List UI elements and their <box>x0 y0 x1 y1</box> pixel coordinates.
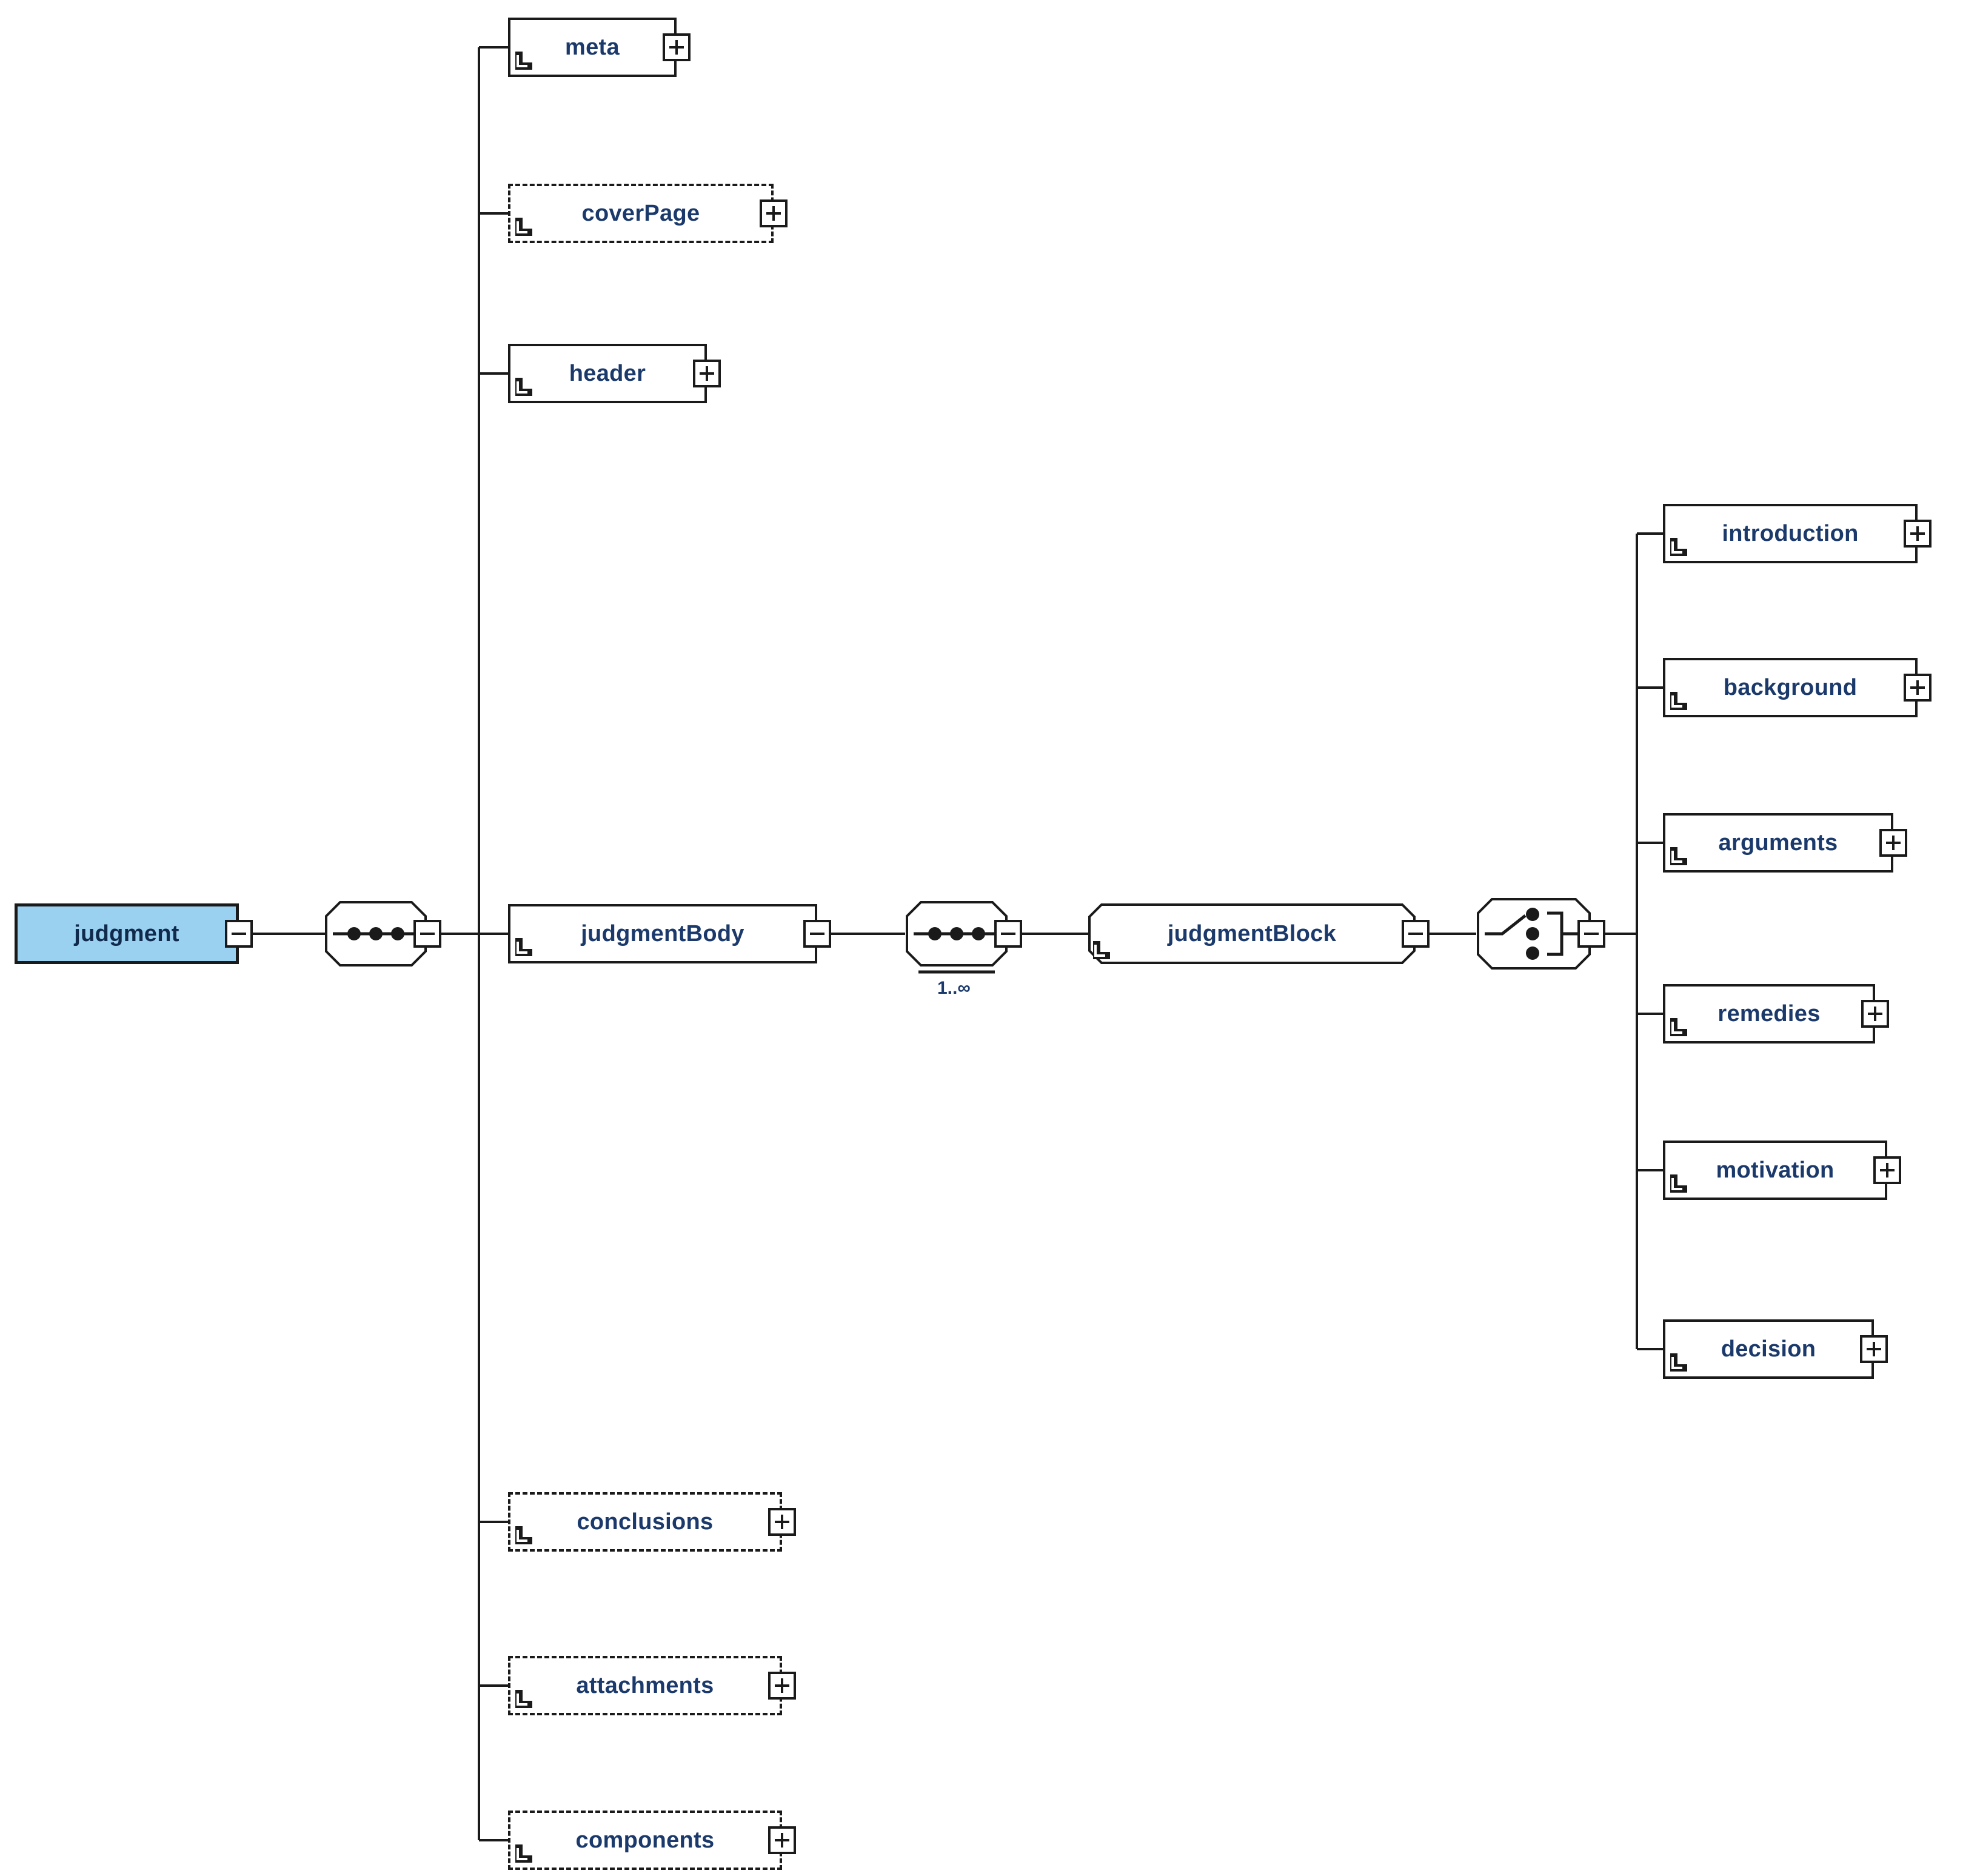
node-introduction[interactable]: introduction <box>1663 504 1918 563</box>
sequence-arrow-icon <box>515 52 532 70</box>
toggle-motivation[interactable] <box>1873 1156 1901 1184</box>
sequence-arrow-icon <box>1670 1018 1687 1036</box>
line-trunk-to-components <box>479 1839 508 1841</box>
node-label: motivation <box>1716 1157 1835 1183</box>
cardinality-label: 1..∞ <box>937 978 971 998</box>
node-label: decision <box>1721 1336 1816 1362</box>
line-trunk-to-attachments <box>479 1684 508 1687</box>
toggle-header[interactable] <box>693 360 721 387</box>
node-judgment[interactable]: judgment <box>15 903 239 964</box>
toggle-decision[interactable] <box>1860 1335 1888 1363</box>
line-trunk-to-introduction <box>1637 532 1663 535</box>
toggle-coverPage[interactable] <box>760 199 788 227</box>
toggle-choice[interactable] <box>1577 920 1605 948</box>
node-label: conclusions <box>577 1509 714 1535</box>
trunk-root-children <box>478 47 480 1840</box>
node-label: meta <box>565 34 620 60</box>
node-label: attachments <box>576 1672 714 1698</box>
line-trunk-to-remedies <box>1637 1013 1663 1015</box>
node-conclusions[interactable]: conclusions <box>508 1492 782 1552</box>
sequence-arrow-icon <box>515 1844 532 1863</box>
line-sequence-to-block <box>1022 933 1088 935</box>
line-judgment-to-sequence <box>253 933 327 935</box>
node-motivation[interactable]: motivation <box>1663 1141 1887 1200</box>
sequence-arrow-icon <box>1670 692 1687 710</box>
sequence-arrow-icon <box>1670 847 1687 865</box>
line-trunk-to-header <box>479 372 508 375</box>
node-decision[interactable]: decision <box>1663 1319 1874 1379</box>
line-block-to-choice <box>1430 933 1476 935</box>
line-choice-to-trunk <box>1605 933 1637 935</box>
node-label: judgmentBody <box>581 920 744 946</box>
line-trunk-to-background <box>1637 686 1663 689</box>
line-trunk-to-arguments <box>1637 842 1663 844</box>
sequence-arrow-icon <box>515 1526 532 1544</box>
node-remedies[interactable]: remedies <box>1663 984 1875 1044</box>
node-label: arguments <box>1718 829 1838 856</box>
line-trunk-to-conclusions <box>479 1521 508 1523</box>
node-components[interactable]: components <box>508 1811 782 1870</box>
line-trunk-to-coverPage <box>479 212 508 215</box>
line-trunk-to-judgmentBody <box>479 933 508 935</box>
node-judgmentBody[interactable]: judgmentBody <box>508 904 817 963</box>
node-background[interactable]: background <box>1663 658 1918 717</box>
node-meta[interactable]: meta <box>508 18 677 77</box>
node-label: remedies <box>1717 1000 1821 1027</box>
node-judgmentBlock[interactable]: judgmentBlock <box>1088 903 1416 964</box>
node-label: introduction <box>1722 520 1859 546</box>
node-label: coverPage <box>581 200 700 226</box>
toggle-arguments[interactable] <box>1879 829 1907 857</box>
sequence-arrow-icon <box>515 378 532 396</box>
sequence-compositor-body[interactable] <box>905 900 1008 974</box>
sequence-arrow-icon <box>1093 941 1110 959</box>
node-attachments[interactable]: attachments <box>508 1656 782 1715</box>
line-trunk-to-motivation <box>1637 1169 1663 1171</box>
sequence-arrow-icon <box>515 218 532 236</box>
node-label: background <box>1723 674 1858 700</box>
sequence-arrow-icon <box>515 938 532 956</box>
toggle-judgmentBlock[interactable] <box>1402 920 1430 948</box>
toggle-sequence-body[interactable] <box>994 920 1022 948</box>
node-header[interactable]: header <box>508 344 707 403</box>
toggle-background[interactable] <box>1904 674 1932 702</box>
toggle-introduction[interactable] <box>1904 520 1932 548</box>
line-trunk-to-decision <box>1637 1348 1663 1350</box>
node-label: judgment <box>74 920 179 946</box>
node-label: components <box>575 1827 715 1853</box>
toggle-judgment[interactable] <box>225 920 253 948</box>
choice-compositor[interactable] <box>1476 897 1591 970</box>
node-label: header <box>569 360 646 386</box>
sequence-arrow-icon <box>515 1690 532 1708</box>
toggle-conclusions[interactable] <box>768 1508 796 1536</box>
chamfered-box-outline <box>1088 903 1416 964</box>
toggle-sequence-root[interactable] <box>413 920 441 948</box>
toggle-components[interactable] <box>768 1826 796 1854</box>
line-body-to-sequence <box>831 933 905 935</box>
trunk-block-children <box>1636 534 1638 1349</box>
node-coverPage[interactable]: coverPage <box>508 184 774 243</box>
sequence-compositor-root[interactable] <box>324 900 427 967</box>
toggle-judgmentBody[interactable] <box>803 920 831 948</box>
toggle-meta[interactable] <box>663 33 691 61</box>
toggle-remedies[interactable] <box>1861 1000 1889 1028</box>
node-arguments[interactable]: arguments <box>1663 813 1893 873</box>
sequence-arrow-icon <box>1670 1353 1687 1372</box>
line-trunk-to-meta <box>479 46 508 49</box>
sequence-arrow-icon <box>1670 538 1687 556</box>
line-sequence-to-trunk <box>441 933 479 935</box>
toggle-attachments[interactable] <box>768 1672 796 1700</box>
sequence-arrow-icon <box>1670 1174 1687 1193</box>
